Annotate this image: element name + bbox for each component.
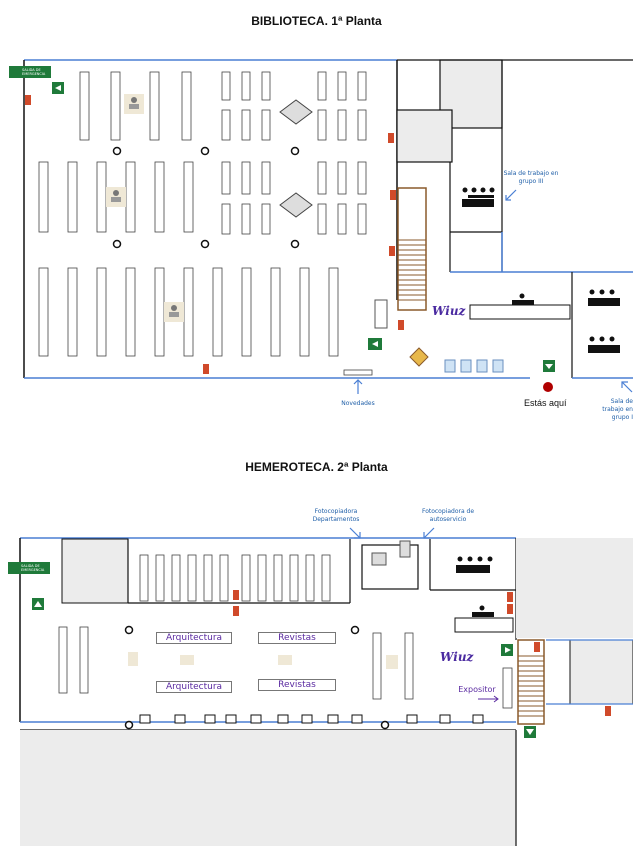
novedades-label: Novedades xyxy=(341,400,375,407)
floor2-pointer-arrows xyxy=(349,527,435,539)
floor2-wiuz-logo: Wiuz xyxy=(440,650,474,664)
floor1-extinguishers xyxy=(25,95,404,374)
floor2-walls xyxy=(19,537,633,846)
copier-departments-label: Fotocopiadora Departamentos xyxy=(312,508,360,523)
section-arquitectura-bottom: Arquitectura xyxy=(156,681,232,693)
floor1-exit-sign-label: SALIDA DE EMERGENCIA xyxy=(22,68,46,76)
you-are-here-label: Estás aquí xyxy=(524,398,567,408)
expositor-arrow xyxy=(478,695,499,703)
floor2-extinguishers xyxy=(233,590,611,716)
floor1-shelves xyxy=(38,71,373,376)
floor1-info-sign-icon xyxy=(409,347,429,367)
expositor-label: Expositor xyxy=(458,685,496,694)
floor2-title: HEMEROTECA. 2ª Planta xyxy=(245,460,388,474)
floor1-self-checkout-icons xyxy=(444,359,504,373)
section-arquitectura-top: Arquitectura xyxy=(156,632,232,644)
floor2-exit-sign-label: SALIDA DE EMERGENCIA xyxy=(21,564,45,572)
floor2-reading-areas xyxy=(128,540,411,669)
floor1-emergency-exit-sign xyxy=(9,66,51,78)
floor2-computers xyxy=(139,714,484,724)
group-room-i-label: Sala de trabajo en grupo I xyxy=(602,398,633,421)
floor1-group-room-icons xyxy=(462,187,620,353)
floor1-wiuz-logo: Wiuz xyxy=(432,304,466,318)
you-are-here-marker xyxy=(543,382,553,392)
floor1-pointer-arrows xyxy=(353,189,633,394)
group-room-iii-label: Sala de trabajo en grupo III xyxy=(503,170,559,185)
floor1-pillars xyxy=(112,146,300,249)
section-revistas-top: Revistas xyxy=(258,632,336,644)
floor1-reading-areas xyxy=(106,94,313,322)
floor2-pillars xyxy=(124,625,390,730)
copier-self-service-label: Fotocopiadora de autoservicio xyxy=(421,508,475,523)
floor1-copier xyxy=(374,299,388,329)
floor2-shelves xyxy=(58,554,513,709)
section-revistas-bottom: Revistas xyxy=(258,679,336,691)
floor2-group-room-icons xyxy=(456,556,494,617)
floor1-walls xyxy=(23,59,633,379)
floor1-title: BIBLIOTECA. 1ª Planta xyxy=(251,14,382,28)
floor2-emergency-exit-sign xyxy=(8,562,50,574)
